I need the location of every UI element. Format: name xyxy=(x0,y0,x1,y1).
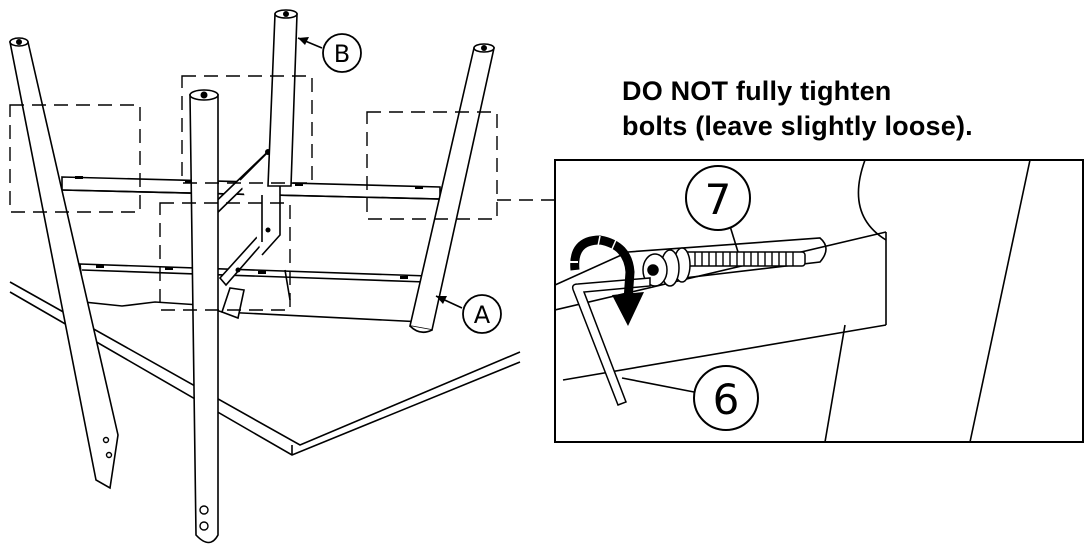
frame-rails xyxy=(61,138,441,323)
leg-holes xyxy=(102,436,209,531)
bolt-7 xyxy=(642,247,806,287)
callout-a: A xyxy=(435,294,502,334)
callout-b: B xyxy=(297,33,362,73)
callout-7: 7 xyxy=(685,165,751,253)
table-legs xyxy=(9,9,495,544)
tabletop xyxy=(9,281,521,456)
callout-6-label: 6 xyxy=(713,375,740,424)
callout-6: 6 xyxy=(621,365,759,431)
focus-boxes xyxy=(9,75,555,311)
instruction-line-2: bolts (leave slightly loose). xyxy=(622,111,973,141)
callout-a-label: A xyxy=(474,301,491,329)
callout-b-label: B xyxy=(334,40,350,68)
leg-caps xyxy=(16,11,487,99)
clockwise-arrow-icon xyxy=(570,235,644,326)
detail-panel: 7 6 xyxy=(554,159,1084,443)
callout-7-label: 7 xyxy=(705,175,732,224)
warning-instruction: DO NOT fully tighten bolts (leave slight… xyxy=(622,74,1082,144)
instruction-line-1: DO NOT fully tighten xyxy=(622,76,892,106)
